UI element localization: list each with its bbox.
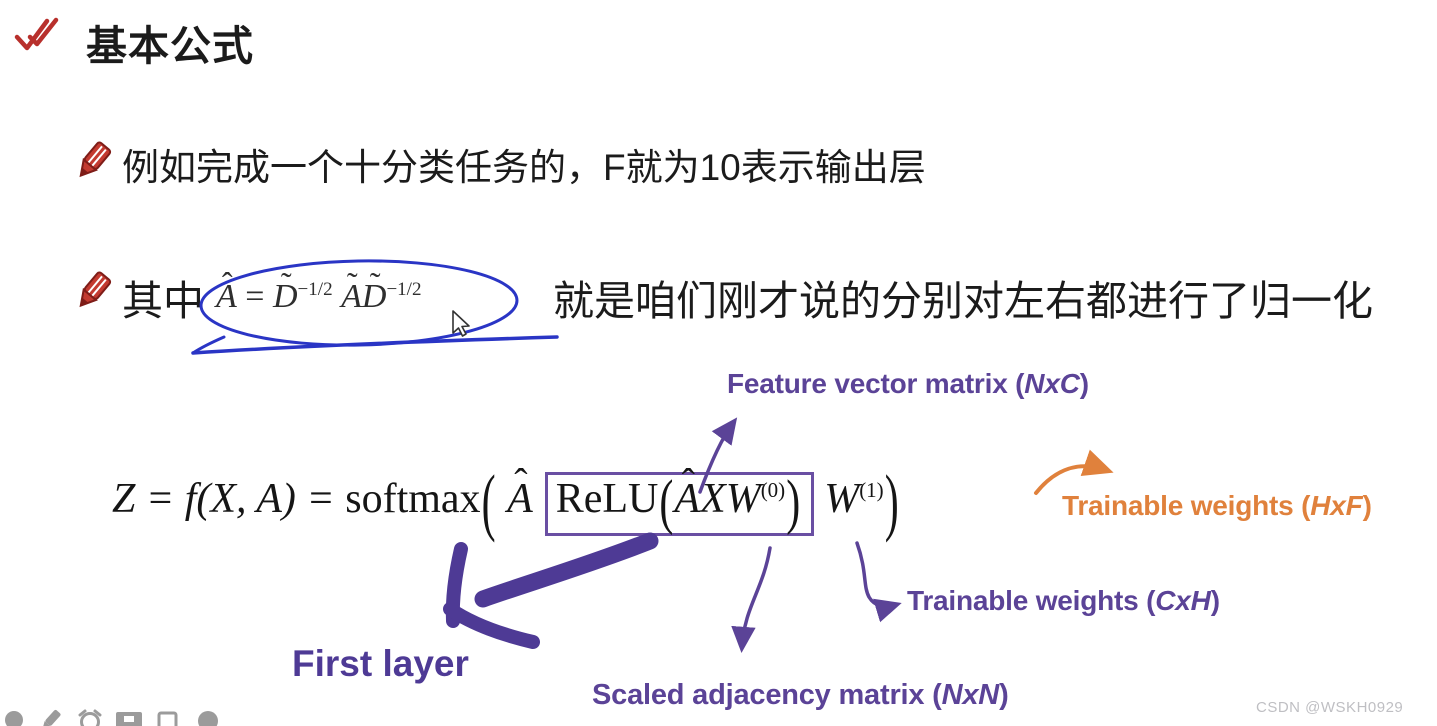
double-check-icon	[14, 17, 59, 51]
bottom-toolbar	[0, 705, 240, 726]
pencil-icon	[79, 271, 112, 308]
avatar-icon[interactable]	[195, 707, 221, 726]
bullet-text-2-prefix: 其中	[122, 278, 204, 324]
first-layer-arrow	[443, 532, 659, 649]
monitor-icon[interactable]	[114, 707, 144, 726]
mouse-cursor-icon	[452, 310, 470, 337]
trainable-weights-hxf-label: Trainable weights (HxF)	[1062, 490, 1372, 521]
square-icon[interactable]	[155, 707, 181, 726]
feature-vector-label: Feature vector matrix (NxC)	[727, 368, 1089, 399]
trainable-weights-cxh-label: Trainable weights (CxH)	[907, 585, 1220, 616]
page-title: 基本公式	[86, 23, 254, 69]
trainable-cxh-arrow	[855, 541, 902, 623]
scaled-adjacency-label: Scaled adjacency matrix (NxN)	[592, 679, 1009, 711]
trainable-hxf-arrow	[1034, 449, 1114, 495]
scaled-adjacency-arrow	[731, 546, 772, 653]
bullet-text-2-suffix: 就是咱们刚才说的分别对左右都进行了归一化	[553, 278, 1373, 324]
bullet-text-1: 例如完成一个十分类任务的，F就为10表示输出层	[122, 147, 926, 188]
watermark: CSDN @WSKH0929	[1256, 699, 1404, 716]
speech-bubble-icon[interactable]	[2, 707, 28, 726]
pencil-icon	[79, 141, 112, 178]
alarm-icon[interactable]	[76, 707, 104, 726]
pencil-icon[interactable]	[38, 707, 64, 726]
first-layer-label: First layer	[292, 643, 469, 684]
